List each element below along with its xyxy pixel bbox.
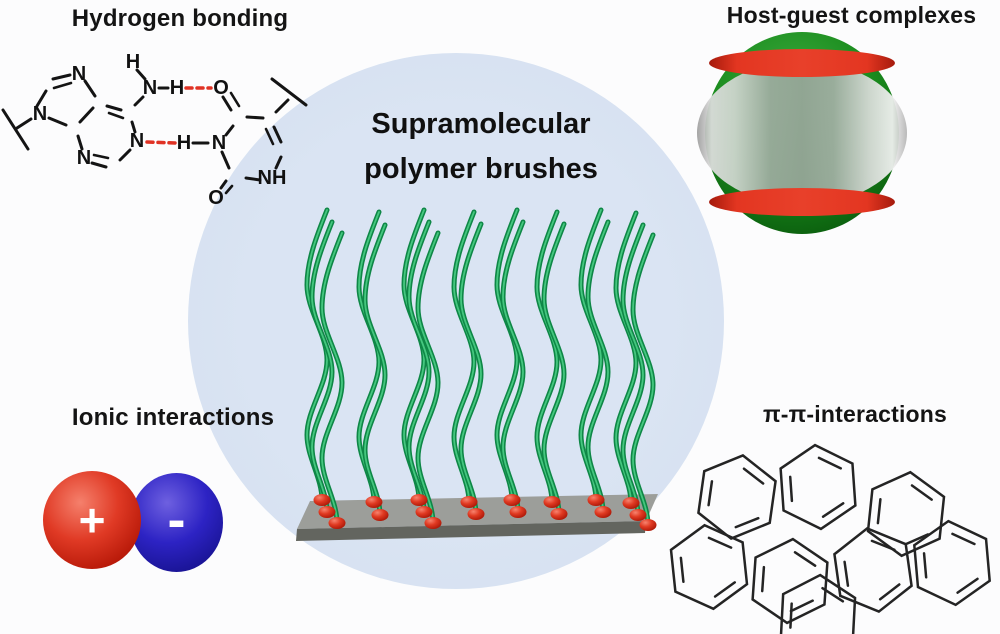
- anchor-dot: [543, 496, 561, 508]
- anchor-dot: [587, 494, 605, 506]
- atom-label: H: [177, 132, 191, 154]
- anchor-dot: [410, 494, 428, 506]
- anchor-dot: [424, 517, 442, 529]
- center-title: Supramolecular polymer brushes: [331, 102, 631, 192]
- atom-label: N: [77, 147, 91, 169]
- aromatic-ring: [694, 449, 780, 545]
- anion-sign: -: [167, 489, 186, 550]
- anchor-dot: [629, 509, 647, 521]
- anchor-dot: [460, 496, 478, 508]
- anchor-dot: [371, 509, 389, 521]
- anchor-dot: [509, 506, 527, 518]
- thymine-structure: [191, 77, 308, 195]
- polymer-brush-illustration: [296, 190, 658, 541]
- pi-pi-stack: [667, 441, 993, 634]
- hydrogen-bond-dash: [145, 140, 177, 145]
- cation-sphere: +: [43, 471, 141, 569]
- anchor-dot: [594, 506, 612, 518]
- red-band-bottom: [709, 188, 895, 216]
- polymer-chain: [497, 210, 517, 500]
- ionic-interactions-title: Ionic interactions: [71, 404, 275, 431]
- host-guest-complex: [697, 32, 907, 234]
- anchor-dot: [622, 497, 640, 509]
- atom-label: H: [126, 51, 140, 73]
- center-title-line2: polymer brushes: [364, 152, 598, 185]
- aromatic-ring: [830, 522, 916, 618]
- atom-label: N: [130, 130, 144, 152]
- atom-label: N: [33, 103, 47, 125]
- polymer-chain: [365, 225, 385, 515]
- anchor-dot: [467, 508, 485, 520]
- anchor-dot: [550, 508, 568, 520]
- anchor-dot: [365, 496, 383, 508]
- host-ring: [697, 61, 907, 205]
- anchor-dot: [313, 494, 331, 506]
- aromatic-ring: [911, 516, 993, 610]
- polymer-chains: [307, 210, 653, 525]
- polymer-chain: [503, 222, 523, 512]
- host-guest-title: Host-guest complexes: [726, 2, 977, 28]
- atom-label: N: [212, 132, 226, 154]
- atom-label: NH: [258, 167, 287, 189]
- atom-label: H: [170, 77, 184, 99]
- red-band-top: [709, 49, 895, 77]
- anchor-dot: [328, 517, 346, 529]
- atom-label: N: [72, 63, 86, 85]
- anchor-dot: [415, 506, 433, 518]
- cation-sign: +: [78, 494, 106, 546]
- anchor-dots: [313, 494, 657, 531]
- substrate-side: [296, 521, 646, 541]
- adenine-structure: [1, 68, 170, 169]
- hydrogen-bonding-title: Hydrogen bonding: [71, 5, 289, 32]
- polymer-chain: [404, 210, 424, 500]
- pi-pi-interactions-title: π-π-interactions: [762, 401, 948, 427]
- atom-label: O: [208, 187, 224, 209]
- aromatic-ring: [777, 441, 859, 533]
- adenine-thymine-structure: H N H O N N N N H N NH O: [1, 51, 308, 209]
- atom-label: O: [213, 77, 229, 99]
- center-title-line1: Supramolecular: [371, 108, 591, 140]
- aromatic-ring: [778, 571, 858, 634]
- anchor-dot: [318, 506, 336, 518]
- anion-sphere: -: [130, 473, 223, 572]
- anchor-dot: [503, 494, 521, 506]
- atom-label: N: [143, 77, 157, 99]
- anchor-dot: [639, 519, 657, 531]
